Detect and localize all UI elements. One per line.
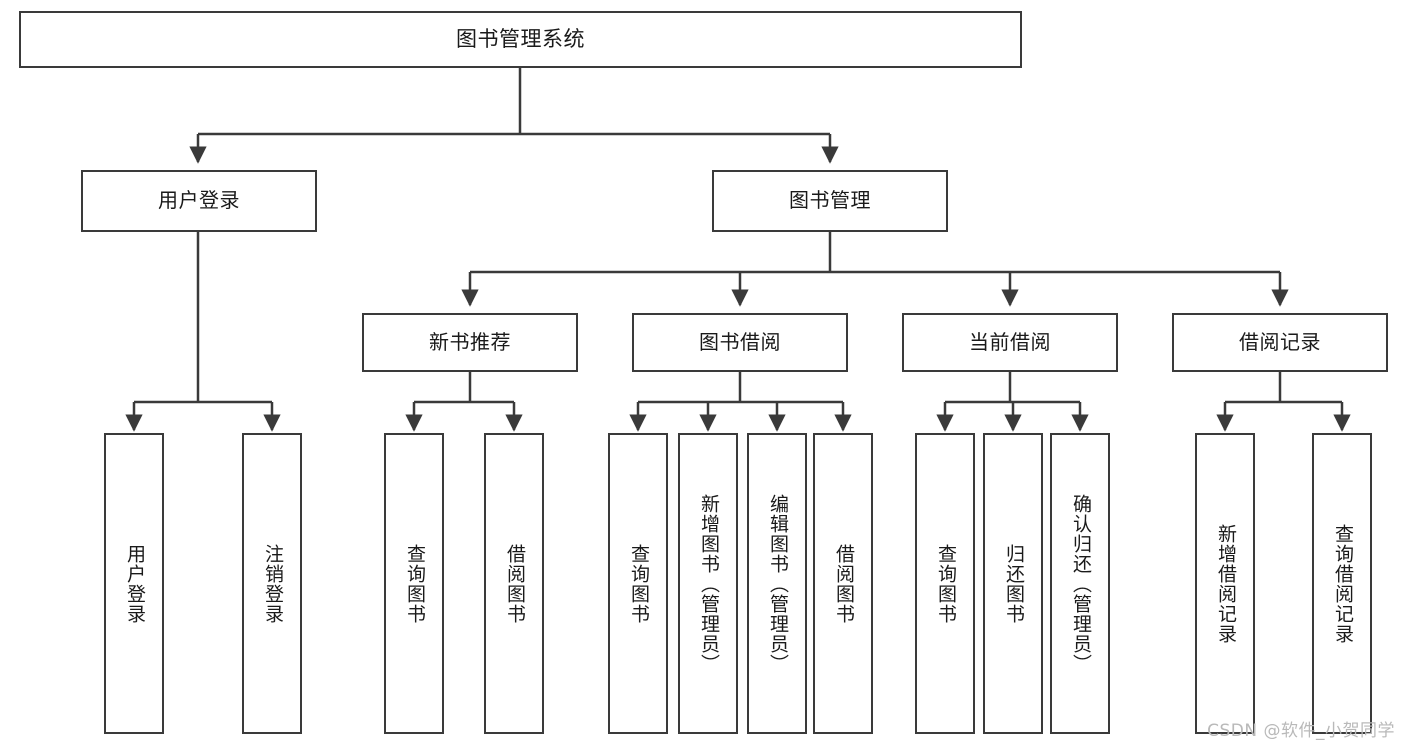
node-label: 确认归还（管理员） — [1069, 493, 1092, 674]
watermark: CSDN @软件_小贺同学 — [1207, 721, 1395, 741]
node-label: 借阅图书 — [832, 543, 855, 624]
node-label: 注销登录 — [261, 543, 284, 624]
node-label: 查询图书 — [403, 543, 426, 624]
node-book-management[interactable]: 图书管理 — [712, 170, 948, 232]
leaf-current-return-book[interactable]: 归还图书 — [983, 433, 1043, 734]
leaf-borrow-borrow-book[interactable]: 借阅图书 — [813, 433, 873, 734]
node-label: 当前借阅 — [969, 329, 1051, 354]
leaf-record-add-record[interactable]: 新增借阅记录 — [1195, 433, 1255, 734]
node-root-system[interactable]: 图书管理系统 — [19, 11, 1022, 68]
node-label: 借阅图书 — [503, 543, 526, 624]
node-label: 用户登录 — [158, 188, 240, 213]
leaf-recommend-borrow-book[interactable]: 借阅图书 — [484, 433, 544, 734]
node-new-book-recommend[interactable]: 新书推荐 — [362, 313, 578, 372]
leaf-record-query-record[interactable]: 查询借阅记录 — [1312, 433, 1372, 734]
node-label: 查询借阅记录 — [1331, 523, 1354, 644]
node-user-login[interactable]: 用户登录 — [81, 170, 317, 232]
leaf-borrow-query-book[interactable]: 查询图书 — [608, 433, 668, 734]
node-label: 用户登录 — [123, 543, 146, 624]
leaf-user-login-logout[interactable]: 注销登录 — [242, 433, 302, 734]
leaf-current-confirm-return-admin[interactable]: 确认归还（管理员） — [1050, 433, 1110, 734]
leaf-current-query-book[interactable]: 查询图书 — [915, 433, 975, 734]
leaf-borrow-add-book-admin[interactable]: 新增图书（管理员） — [678, 433, 738, 734]
leaf-borrow-edit-book-admin[interactable]: 编辑图书（管理员） — [747, 433, 807, 734]
leaf-recommend-query-book[interactable]: 查询图书 — [384, 433, 444, 734]
node-label: 新书推荐 — [429, 329, 511, 354]
node-label: 借阅记录 — [1239, 329, 1321, 354]
node-label: 新增借阅记录 — [1214, 523, 1237, 644]
node-label: 归还图书 — [1002, 543, 1025, 624]
node-label: 查询图书 — [934, 543, 957, 624]
node-label: 图书管理 — [789, 188, 871, 213]
node-label: 图书借阅 — [699, 329, 781, 354]
node-label: 编辑图书（管理员） — [766, 493, 789, 674]
node-label: 图书管理系统 — [456, 27, 585, 52]
leaf-user-login-login[interactable]: 用户登录 — [104, 433, 164, 734]
node-book-borrow[interactable]: 图书借阅 — [632, 313, 848, 372]
node-label: 查询图书 — [627, 543, 650, 624]
node-label: 新增图书（管理员） — [697, 493, 720, 674]
node-borrow-record[interactable]: 借阅记录 — [1172, 313, 1388, 372]
node-current-borrow[interactable]: 当前借阅 — [902, 313, 1118, 372]
